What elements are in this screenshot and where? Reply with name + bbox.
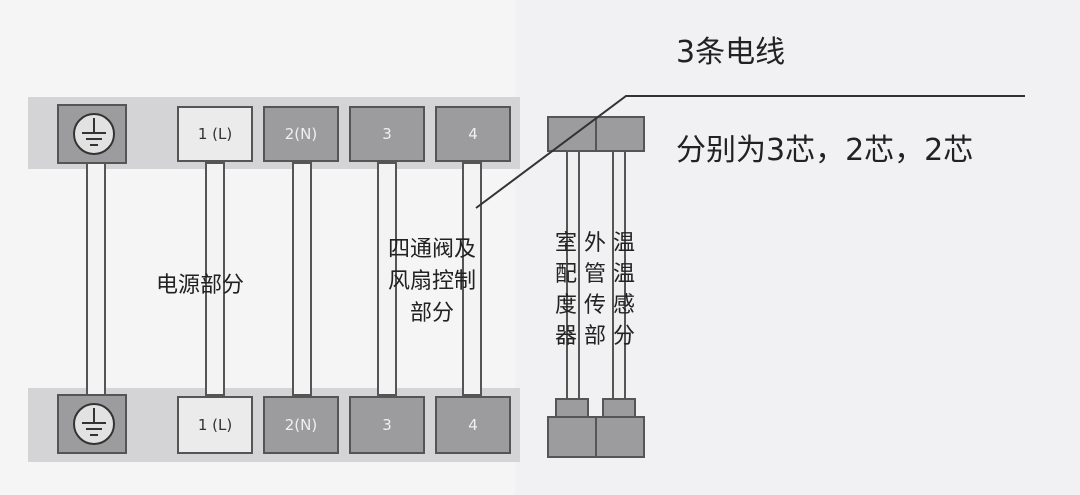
- sensor-label-char: 温: [613, 262, 635, 287]
- sensor-label-char: 度: [555, 293, 577, 318]
- sensor-plug-left: [555, 398, 589, 418]
- top-terminals: 1 (L) 2(N) 3 4: [57, 104, 511, 164]
- sensor-label-char: 传: [584, 293, 606, 318]
- terminal-4-top: 4: [435, 106, 511, 162]
- valve-fan-label-line: 风扇控制: [388, 269, 476, 294]
- valve-fan-label-line: 部分: [410, 301, 454, 326]
- terminal-label: 3: [382, 416, 392, 434]
- terminal-label: 3: [382, 125, 392, 143]
- terminal-2-N-top: 2(N): [263, 106, 339, 162]
- terminal-ground-bottom: [57, 394, 127, 454]
- sensor-label-column: 室配度器: [555, 231, 577, 349]
- wire-3: [377, 162, 397, 396]
- bottom-terminals: 1 (L) 2(N) 3 4: [57, 394, 511, 454]
- terminal-label: 1 (L): [198, 416, 232, 434]
- terminal-label: 4: [468, 416, 478, 434]
- valve-fan-label-line: 四通阀及: [388, 237, 476, 262]
- wire-N: [292, 162, 312, 396]
- terminal-1-L-bottom: 1 (L): [177, 396, 253, 454]
- terminal-1-L-top: 1 (L): [177, 106, 253, 162]
- terminal-label: 2(N): [285, 125, 317, 143]
- sensor-label-column: 温温感分: [613, 231, 635, 349]
- callout-leader-line: [475, 95, 1025, 209]
- power-section-label: 电源部分: [156, 273, 244, 298]
- sensor-label-column: 外管传部: [584, 231, 606, 349]
- sensor-plug-right: [602, 398, 636, 418]
- terminal-wires: [86, 162, 482, 396]
- sensor-connector-bottom-left: [547, 416, 597, 458]
- sensor-label-char: 配: [555, 262, 577, 287]
- sensor-connector-top-right: [595, 116, 645, 152]
- terminal-3-top: 3: [349, 106, 425, 162]
- sensor-connector-top-left: [547, 116, 597, 152]
- terminal-3-bottom: 3: [349, 396, 425, 454]
- sensor-label-char: 管: [584, 262, 606, 287]
- sensor-connector-bottom-right: [595, 416, 645, 458]
- sensor-connector: [547, 116, 645, 458]
- callout-detail: 分别为3芯，2芯，2芯: [676, 133, 973, 168]
- ground-icon: [73, 403, 115, 445]
- wire-4: [462, 162, 482, 396]
- sensor-label-char: 部: [584, 324, 606, 349]
- terminal-2-N-bottom: 2(N): [263, 396, 339, 454]
- terminal-4-bottom: 4: [435, 396, 511, 454]
- ground-icon: [73, 113, 115, 155]
- valve-fan-section-label: 四通阀及 风扇控制 部分: [388, 237, 476, 326]
- sensor-label-char: 器: [555, 324, 577, 349]
- sensor-label-char: 温: [613, 231, 635, 256]
- terminal-label: 2(N): [285, 416, 317, 434]
- ground-wire: [86, 162, 106, 396]
- sensor-label-char: 外: [584, 231, 606, 256]
- terminal-label: 1 (L): [198, 125, 232, 143]
- sensor-label-char: 感: [613, 293, 635, 318]
- sensor-section-label: 室配度器 外管传部 温温感分: [555, 231, 635, 349]
- terminal-label: 4: [468, 125, 478, 143]
- callout-title: 3条电线: [676, 35, 785, 70]
- sensor-label-char: 室: [555, 231, 577, 256]
- terminal-ground-top: [57, 104, 127, 164]
- sensor-label-char: 分: [613, 324, 635, 349]
- wire-L: [205, 162, 225, 396]
